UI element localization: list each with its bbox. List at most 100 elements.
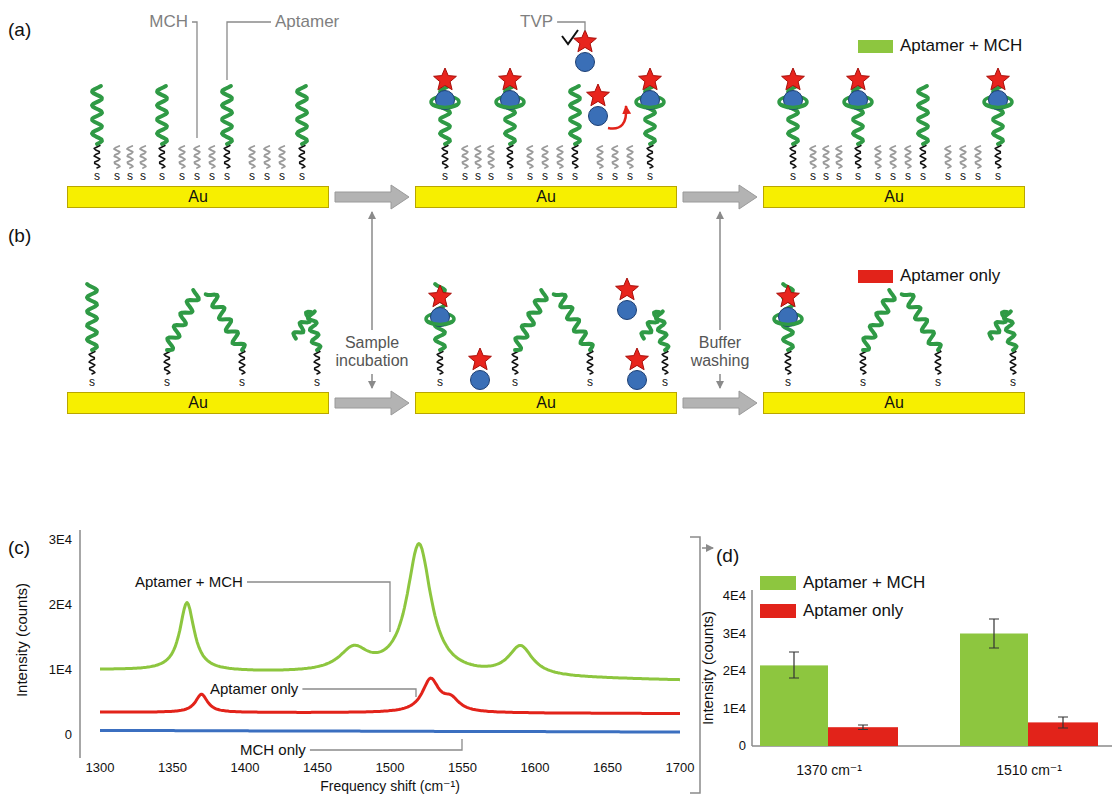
- mch-molecule: [114, 146, 120, 168]
- label: 2E4: [49, 598, 72, 613]
- thiol-linker: [647, 144, 653, 168]
- label: Intensity (counts): [699, 611, 716, 725]
- label: (d): [716, 545, 739, 567]
- leader-line: [192, 22, 197, 138]
- aptamer: [87, 284, 97, 350]
- gold-substrate: Au: [67, 392, 329, 414]
- tvp-star: [847, 68, 870, 90]
- label: (b): [8, 225, 31, 247]
- label: 1300: [86, 761, 115, 776]
- thiol-symbol: s: [920, 170, 926, 184]
- mch-molecule: [462, 146, 468, 168]
- tvp-ball: [589, 107, 608, 126]
- thiol-symbol: s: [612, 170, 618, 184]
- thiol-symbol: s: [209, 170, 215, 184]
- thiol-symbol: s: [527, 170, 533, 184]
- node-label: Au: [884, 394, 904, 412]
- thiol-linker: [587, 350, 593, 374]
- mch-molecule: [557, 146, 563, 168]
- label: 4E4: [723, 589, 746, 604]
- label: 0: [739, 739, 746, 754]
- thiol-linker: [94, 144, 100, 168]
- thiol-symbol: s: [279, 170, 285, 184]
- label: 3E4: [723, 626, 746, 641]
- aptamer: [206, 294, 245, 350]
- mch-molecule: [975, 146, 981, 168]
- node-label: Au: [188, 394, 208, 412]
- mch-molecule: [264, 146, 270, 168]
- thiol-symbol: s: [647, 170, 653, 184]
- thiol-symbol: s: [437, 376, 443, 390]
- aptamer-wrap: [775, 321, 801, 325]
- mch-molecule: [875, 146, 881, 168]
- label: 1700: [666, 761, 695, 776]
- thiol-symbol: s: [875, 170, 881, 184]
- thiol-symbol: s: [542, 170, 548, 184]
- thiol-symbol: s: [627, 170, 633, 184]
- legend-swatch: [858, 40, 893, 53]
- mch-molecule: [475, 146, 481, 168]
- label: Sample incubation: [325, 334, 420, 371]
- label: Frequency shift (cm⁻¹): [320, 778, 460, 794]
- label: 0: [65, 728, 72, 743]
- thiol-linker: [442, 144, 448, 168]
- thiol-symbol: s: [475, 170, 481, 184]
- y-axis: [751, 590, 753, 746]
- label: 1500: [376, 761, 405, 776]
- error-bars: [789, 619, 1068, 730]
- thiol-linker: [437, 350, 443, 374]
- mch-molecule: [127, 146, 133, 168]
- tvp-star: [574, 30, 597, 52]
- thiol-symbol: s: [512, 376, 518, 390]
- mch-molecule: [542, 146, 548, 168]
- aptamer: [157, 86, 167, 144]
- mch-molecule: [890, 146, 896, 168]
- aptamer: [570, 86, 580, 144]
- leader-line: [310, 739, 462, 750]
- node-label: Au: [536, 394, 556, 412]
- thiol-linker: [512, 350, 518, 374]
- thiol-symbol: s: [114, 170, 120, 184]
- thiol-symbol: s: [785, 376, 791, 390]
- aptamer-wrap: [497, 104, 523, 108]
- legend-text: Aptamer + MCH: [803, 573, 925, 593]
- y-axis: [79, 530, 81, 758]
- thiol-linker: [572, 144, 578, 168]
- tvp-star: [434, 68, 457, 90]
- thiol-symbol: s: [488, 170, 494, 184]
- thiol-symbol: s: [94, 170, 100, 184]
- step-arrow: [719, 374, 721, 388]
- thiol-symbol: s: [140, 170, 146, 184]
- leader-line: [227, 22, 271, 80]
- release-arrow: [608, 106, 626, 129]
- mch-molecule: [209, 146, 215, 168]
- label: 1510 cm⁻¹: [996, 762, 1062, 778]
- gold-substrate: Au: [67, 186, 329, 208]
- label: 1350: [158, 761, 187, 776]
- tvp-star: [587, 84, 610, 106]
- step-arrow: [371, 212, 373, 330]
- mch-molecule: [527, 146, 533, 168]
- thiol-linker: [785, 350, 791, 374]
- tvp-ball: [576, 53, 595, 72]
- legend-swatch: [760, 576, 796, 590]
- label: 1E4: [49, 663, 72, 678]
- mch-molecule: [249, 146, 255, 168]
- tvp-ball: [471, 371, 490, 390]
- thiol-linker: [920, 144, 926, 168]
- thiol-symbol: s: [442, 170, 448, 184]
- thiol-symbol: s: [249, 170, 255, 184]
- thiol-symbol: s: [224, 170, 230, 184]
- label: (a): [8, 19, 31, 41]
- aptamer: [902, 294, 941, 350]
- thiol-symbol: s: [587, 376, 593, 390]
- gold-substrate: Au: [415, 392, 677, 414]
- tvp-ball: [628, 371, 647, 390]
- label: 1400: [231, 761, 260, 776]
- thiol-symbol: s: [89, 376, 95, 390]
- node-label: Au: [188, 188, 208, 206]
- node-label: Au: [884, 188, 904, 206]
- tvp-star: [639, 68, 662, 90]
- step-connector: [683, 185, 757, 209]
- mch-molecule: [627, 146, 633, 168]
